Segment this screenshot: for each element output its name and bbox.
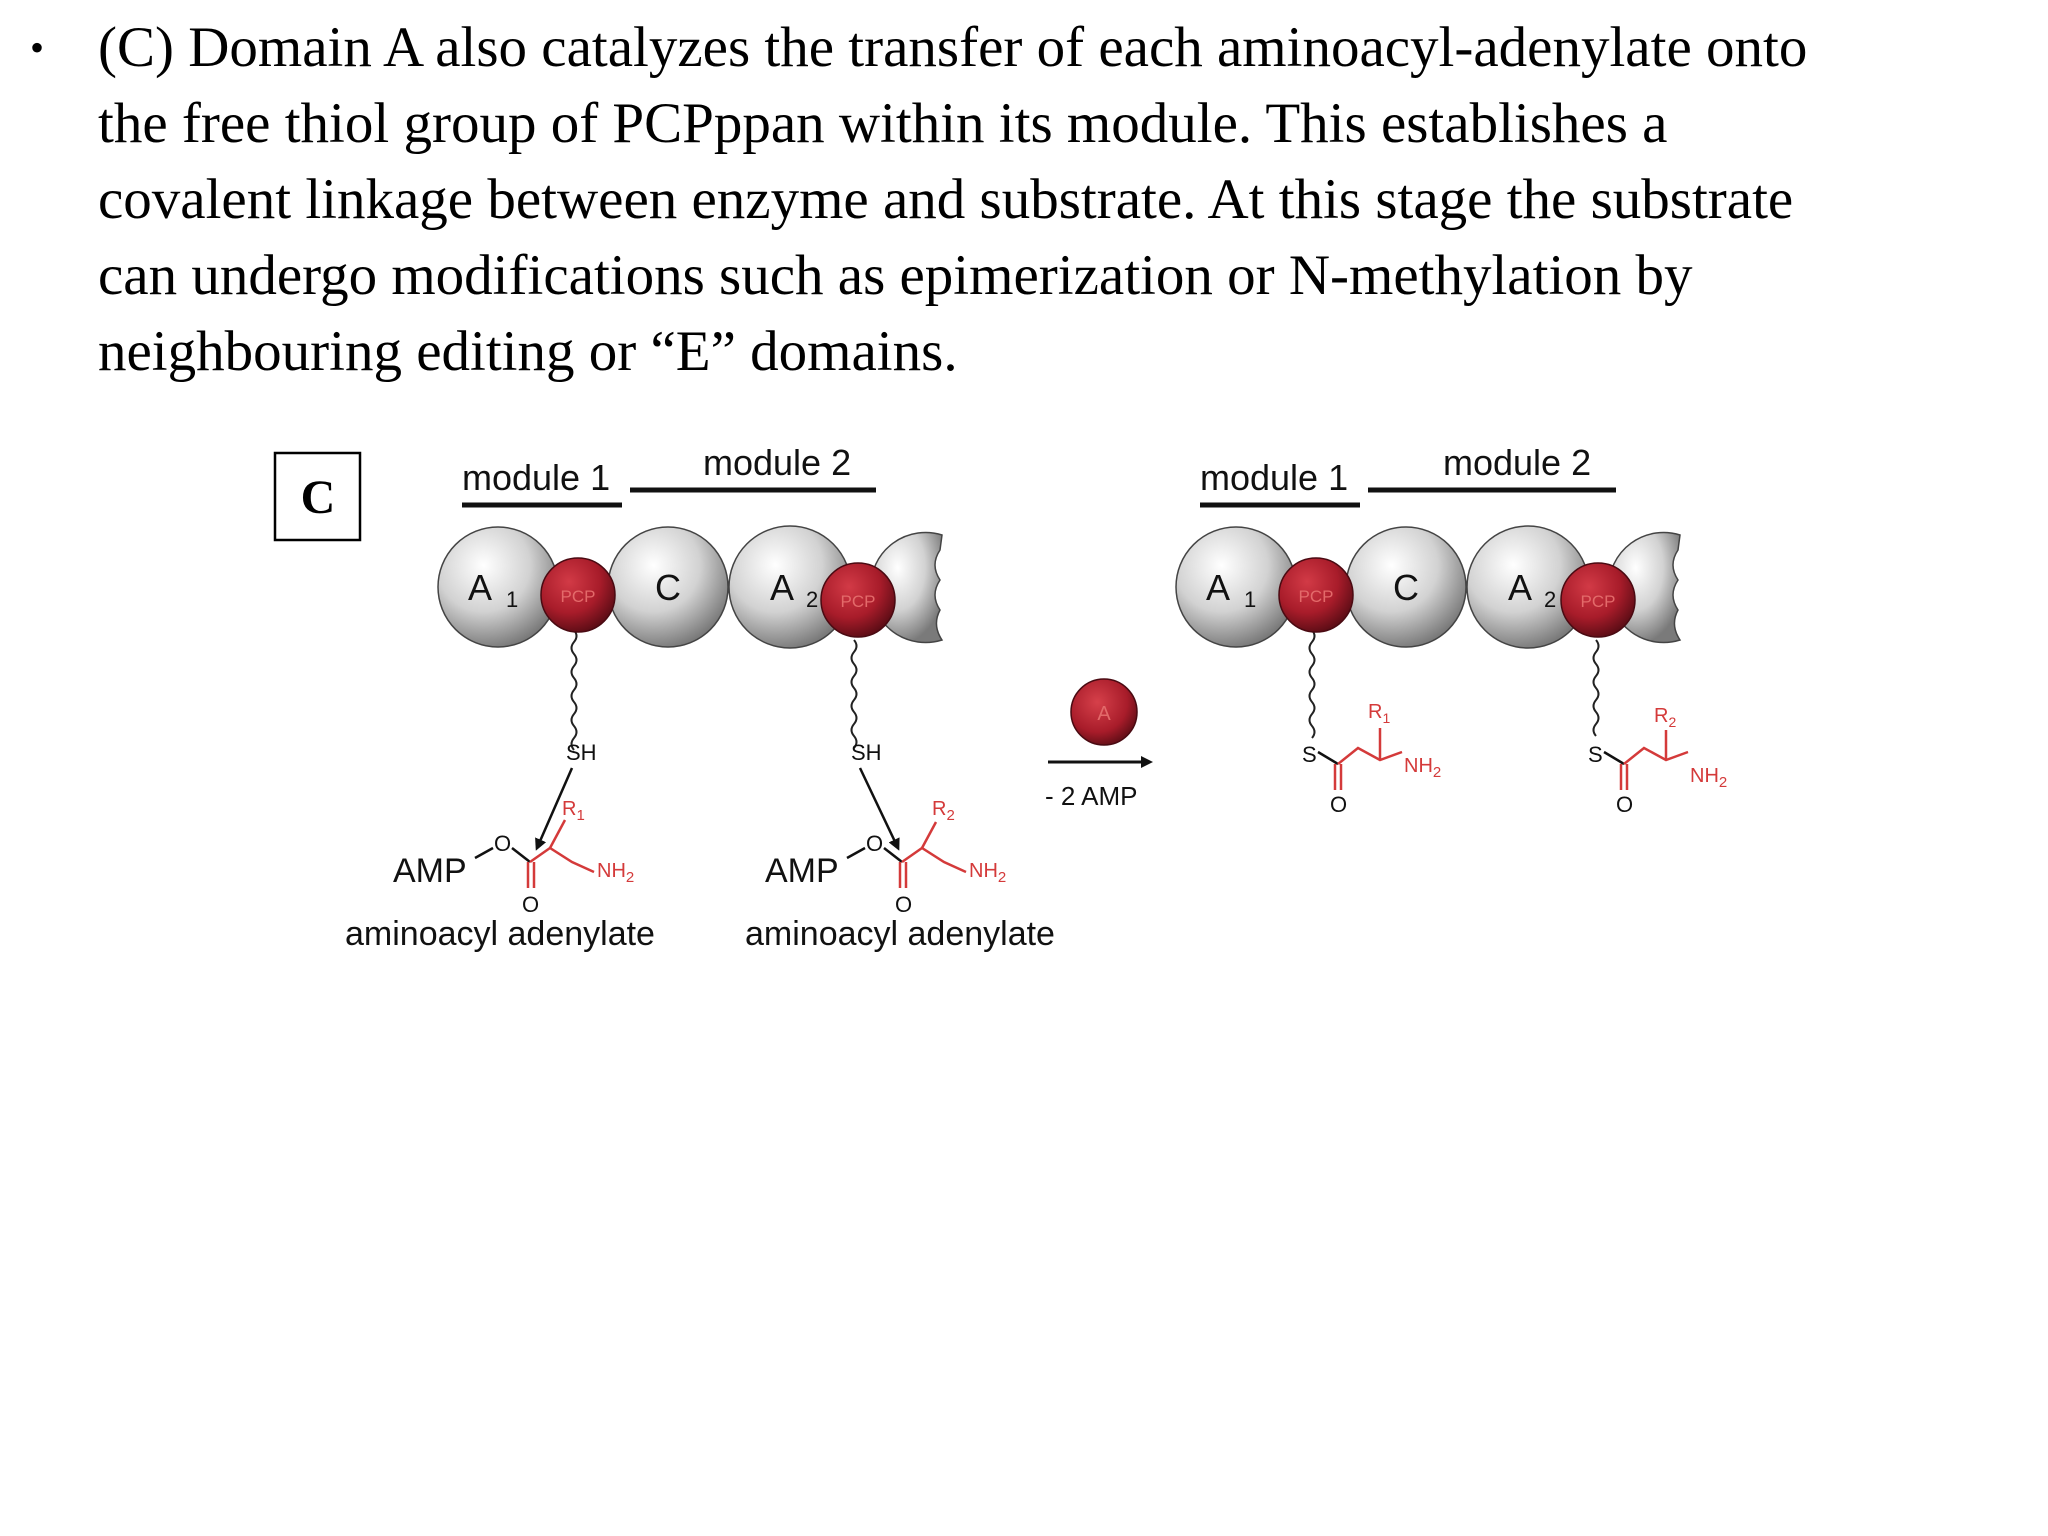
o-c-bond-2 (883, 847, 903, 863)
o-c-bond-1 (511, 847, 531, 863)
amp-label-2: AMP (765, 852, 839, 890)
bullet-line-3: covalent linkage between enzyme and subs… (98, 168, 1794, 231)
backbone-1 (529, 846, 595, 874)
prod-r2-label: R2 (1654, 705, 1676, 730)
a1-label-left: A (468, 567, 492, 608)
a1-domain-right (1175, 526, 1297, 648)
backbone-2 (901, 846, 967, 874)
ppan-arm-1-left (570, 629, 578, 751)
thiol-2-label: SH (851, 740, 882, 765)
module-2-label-right: module 2 (1443, 442, 1591, 483)
ppan-arm-2-right (1592, 639, 1600, 737)
aminoacyl-adenylate-2: AMP O O R2 NH2 aminoacyl adenylate (745, 798, 1055, 953)
s-c-bond-2 (1603, 750, 1625, 766)
attack-arrow-2 (858, 767, 900, 851)
caption-adenylate-2: aminoacyl adenylate (745, 915, 1055, 953)
r-bond-1 (548, 819, 567, 849)
thioester-product-1: S O R1 NH2 (1302, 701, 1441, 817)
a2-sub-right: 2 (1544, 587, 1556, 612)
thioester-product-2: S O R2 NH2 (1588, 705, 1727, 817)
pcp2-label-left: PCP (841, 592, 876, 611)
carbonyl-o-2: O (895, 892, 912, 917)
right-assembly: module 1 module 2 A 1 C A 2 PCP PCP S O … (1175, 442, 1727, 817)
carbonyl-o-1: O (522, 892, 539, 917)
ppan-arm-2-left (850, 639, 858, 749)
prod-r1-label: R1 (1368, 701, 1390, 726)
bullet-line-5: neighbouring editing or “E” domains. (98, 320, 958, 383)
caption-adenylate-1: aminoacyl adenylate (345, 915, 655, 953)
s-c-bond-1 (1317, 750, 1339, 766)
prod-o-2: O (1616, 792, 1633, 817)
s-label-2: S (1588, 742, 1603, 767)
module-1-label-left: module 1 (462, 457, 610, 498)
c-label-left: C (655, 567, 681, 608)
pcp1-label-left: PCP (561, 587, 596, 606)
a2-label-left: A (770, 567, 794, 608)
reaction-arrow-group: A - 2 AMP (1045, 678, 1153, 811)
a-domain-enzyme (1070, 678, 1138, 746)
thiol-1-label: SH (566, 740, 597, 765)
panel-label: C (273, 451, 362, 542)
ppan-arm-1-right (1308, 629, 1316, 739)
aminoacyl-adenylate-1: AMP O O R1 NH2 aminoacyl adenylate (345, 798, 655, 953)
pcp1-domain-right (1278, 557, 1354, 633)
pcp2-domain-right (1560, 562, 1636, 638)
prod-backbone-1 (1337, 746, 1403, 765)
attack-arrow-1 (535, 767, 574, 851)
panel-letter: C (301, 471, 336, 524)
pcp2-domain-left (820, 562, 896, 638)
nh2-label-1: NH2 (597, 860, 634, 886)
pcp2-label-right: PCP (1581, 592, 1616, 611)
prod-nh2-2: NH2 (1690, 765, 1727, 791)
r1-label-left: R1 (562, 798, 585, 824)
amp-o-bond-1 (474, 846, 494, 860)
ester-o-2: O (866, 831, 883, 856)
amp-label-1: AMP (393, 852, 467, 890)
s-label-1: S (1302, 742, 1317, 767)
pcp1-domain-left (540, 557, 616, 633)
prod-nh2-1: NH2 (1404, 755, 1441, 781)
a1-label-right: A (1206, 567, 1230, 608)
a1-sub-right: 1 (1244, 587, 1256, 612)
r2-label-left: R2 (932, 798, 955, 824)
prod-backbone-2 (1623, 746, 1689, 765)
prod-o-1: O (1330, 792, 1347, 817)
ester-o-1: O (494, 831, 511, 856)
a2-label-right: A (1508, 567, 1532, 608)
a1-sub-left: 1 (506, 587, 518, 612)
pcp1-label-right: PCP (1299, 587, 1334, 606)
c-label-right: C (1393, 567, 1419, 608)
bullet-line-1: (C) Domain A also catalyzes the transfer… (98, 16, 1808, 79)
left-assembly: module 1 module 2 A 1 C A 2 PCP PCP SH S… (345, 442, 1055, 953)
bullet-line-2: the free thiol group of PCPppan within i… (98, 92, 1668, 155)
bullet-line-4: can undergo modifications such as epimer… (98, 244, 1693, 307)
module-2-label-left: module 2 (703, 442, 851, 483)
byproduct-label: - 2 AMP (1045, 781, 1137, 811)
nh2-label-2: NH2 (969, 860, 1006, 886)
amp-o-bond-2 (846, 846, 866, 860)
bullet-marker: • (30, 25, 45, 70)
r-bond-2 (920, 821, 938, 849)
module-1-label-right: module 1 (1200, 457, 1348, 498)
enzyme-label: A (1097, 703, 1111, 725)
a1-domain-left (437, 526, 559, 648)
a2-sub-left: 2 (806, 587, 818, 612)
